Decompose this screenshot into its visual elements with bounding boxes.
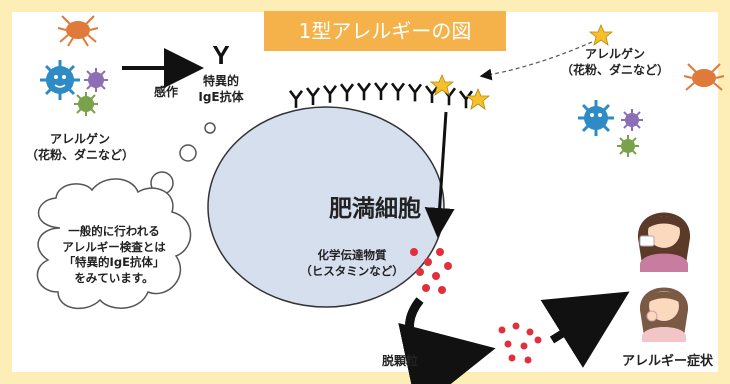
virus-icon <box>40 60 80 100</box>
mediators-line-1: 化学伝達物質 <box>317 248 387 262</box>
granules-inside <box>410 248 452 294</box>
receptor-antibody-y <box>322 84 338 103</box>
thought-bubble <box>36 178 192 310</box>
receptor-antibody-y <box>339 83 355 102</box>
virus-icon <box>84 68 108 92</box>
allergen-right-line-1: アレルゲン <box>584 47 645 61</box>
specific-ige-line-2: IgE抗体 <box>198 90 244 105</box>
mediators-line-2: （ヒスタミンなど） <box>300 263 404 278</box>
thought-bubble-trail <box>150 122 216 195</box>
degranulation-label: 脱顆粒 <box>381 354 418 368</box>
diagram-title: 1型アレルギーの図 <box>298 19 472 43</box>
receptor-antibody-y <box>288 90 304 108</box>
virus-icon <box>578 100 614 136</box>
allergen-left-line-1: アレルゲン <box>49 132 110 146</box>
mite-icon <box>57 15 99 47</box>
allergen-right-label: アレルゲン （花粉、ダニなど） <box>552 46 678 78</box>
receptor-antibody-y <box>407 83 423 102</box>
degranulation-arrow <box>398 297 496 384</box>
coughing-person-icon <box>639 287 689 342</box>
thought-line-2: アレルギー検査とは <box>62 239 166 254</box>
allergen-right-line-2: （花粉、ダニなど） <box>560 63 669 78</box>
receptor-antibody-y <box>305 87 321 105</box>
sneezing-person-icon <box>637 212 691 272</box>
thought-bubble-text: 一般的に行われる アレルギー検査とは 「特異的IgE抗体」 をみています。 <box>44 224 184 286</box>
allergen-path-arrow <box>479 41 593 81</box>
virus-icon <box>74 92 98 116</box>
binding-arrow <box>424 111 455 238</box>
receptor-antibody-y <box>373 82 389 101</box>
allergen-left-label: アレルゲン （花粉、ダニなど） <box>20 131 140 163</box>
thought-line-3: 「特異的IgE抗体」 <box>63 255 165 270</box>
mast-cell <box>207 106 445 308</box>
antibody-y-icon: Y <box>212 40 229 70</box>
pollen-star-icon <box>429 73 455 96</box>
mast-cell-label: 肥満細胞 <box>329 196 421 222</box>
thought-line-1: 一般的に行われる <box>68 224 160 238</box>
specific-ige-label: 特異的 IgE抗体 <box>192 73 250 105</box>
title-box <box>264 11 506 51</box>
thought-line-4: をみています。 <box>74 270 154 285</box>
pollen-star-icon <box>465 87 491 110</box>
mite-icon <box>683 63 725 91</box>
symptoms-label: アレルギー症状 <box>622 354 714 369</box>
sensitization-label: 感作 <box>153 85 178 99</box>
virus-icon <box>617 135 639 157</box>
pollen-star-icon <box>588 23 614 46</box>
granules-released <box>498 322 542 364</box>
specific-ige-line-1: 特異的 <box>202 74 239 88</box>
receptor-antibody-y <box>356 82 372 101</box>
receptor-antibodies <box>288 82 474 109</box>
virus-icon <box>621 109 643 131</box>
receptor-antibody-y <box>390 82 406 101</box>
symptom-arrow <box>540 291 630 368</box>
mediators-label: 化学伝達物質 （ヒスタミンなど） <box>292 248 412 279</box>
allergen-left-line-2: （花粉、ダニなど） <box>25 148 134 163</box>
receptor-antibody-y <box>458 90 474 109</box>
